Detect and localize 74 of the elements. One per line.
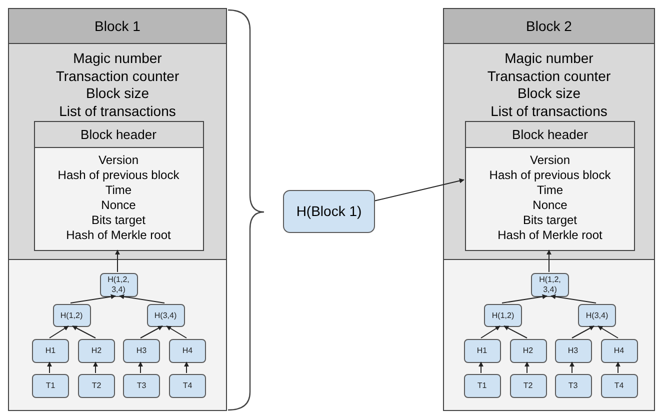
field-label: Transaction counter	[56, 68, 180, 85]
hash-node: T3	[123, 374, 160, 398]
field-label: List of transactions	[59, 102, 176, 120]
field-label: Time	[105, 183, 132, 198]
hash-node: H(1,2)	[484, 304, 522, 327]
arrow	[93, 362, 98, 374]
arrow	[166, 326, 187, 338]
arrow	[524, 362, 530, 374]
header-box	[34, 121, 204, 251]
field-label: Transaction counter	[487, 68, 611, 85]
arrow	[47, 362, 52, 374]
hash-node: H1	[464, 339, 500, 363]
arrow	[570, 362, 574, 374]
header-title: Block header	[34, 122, 202, 148]
arrow	[598, 326, 618, 338]
hash-node: H(1,2, 3,4)	[531, 273, 569, 297]
hash-node: H3	[123, 339, 160, 363]
field-label: Magic number	[504, 50, 594, 68]
arrow	[480, 326, 500, 338]
header-title: Block header	[466, 122, 634, 148]
hash-node: H3	[554, 339, 592, 363]
arrow	[504, 326, 528, 338]
hash-node: H4	[169, 339, 206, 363]
block-title: Block 2	[444, 9, 654, 44]
header-box	[465, 121, 635, 251]
hash-node: T4	[169, 374, 206, 398]
arrow	[115, 250, 120, 272]
block-panel	[8, 8, 227, 411]
hash-node: H(1,2)	[52, 304, 90, 327]
arrow	[572, 326, 594, 338]
arrow	[119, 294, 165, 304]
block-title: Block 1	[9, 9, 226, 44]
field-label: Time	[536, 183, 564, 198]
field-label: Bits target	[91, 213, 146, 228]
hash-node: T3	[554, 374, 592, 398]
field-label: Bits target	[522, 213, 578, 228]
arrow	[616, 362, 620, 374]
field-label: Block size	[86, 85, 150, 102]
hash-node: T2	[510, 374, 546, 398]
hash-node: H2	[78, 339, 115, 363]
hash-node: T1	[464, 374, 500, 398]
field-label: Version	[98, 153, 139, 168]
field-label: Hash of previous block	[489, 168, 611, 183]
hash-node: H(1,2, 3,4)	[100, 273, 138, 297]
hash-node: H2	[510, 339, 546, 363]
arrow	[138, 362, 143, 374]
field-label: Hash of Merkle root	[66, 228, 171, 243]
arrow	[184, 362, 189, 374]
hash-node: H1	[32, 339, 69, 363]
arrow	[140, 326, 163, 338]
field-label: List of transactions	[490, 102, 608, 120]
hash-node: H4	[600, 339, 638, 363]
arrow	[502, 294, 548, 304]
field-label: Block size	[517, 85, 581, 102]
field-label: Version	[530, 153, 570, 168]
arrow	[546, 250, 552, 272]
arrow	[72, 326, 96, 338]
hash-node: H(3,4)	[578, 304, 616, 327]
arrow	[550, 294, 596, 304]
hash-node: H(3,4)	[146, 304, 184, 327]
arrow	[478, 362, 484, 374]
hash-node: T2	[78, 374, 115, 398]
arrow	[374, 178, 464, 202]
block-panel	[443, 8, 655, 411]
arrow	[49, 326, 69, 338]
hash-node: T1	[32, 374, 69, 398]
field-label: Nonce	[101, 198, 136, 213]
hash-node: T4	[600, 374, 638, 398]
field-label: Nonce	[532, 198, 568, 213]
field-label: Hash of previous block	[58, 168, 180, 183]
arrow	[70, 294, 116, 304]
field-label: Magic number	[73, 50, 162, 68]
field-label: Hash of Merkle root	[498, 228, 602, 243]
hash-box: H(Block 1)	[283, 190, 375, 233]
